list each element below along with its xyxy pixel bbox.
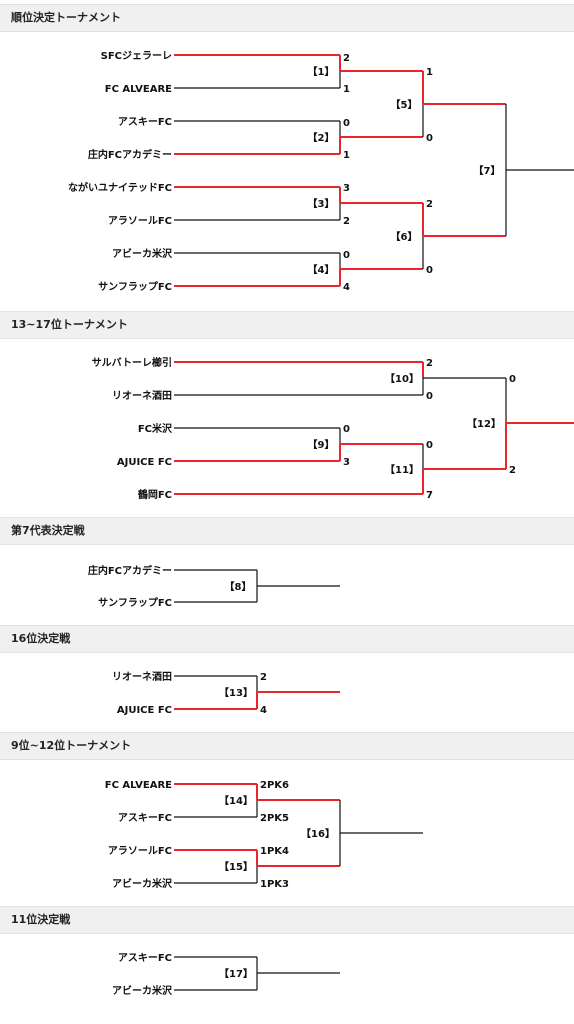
match-number: 【9】	[308, 438, 335, 451]
section-header-ranking: 順位決定トーナメント	[0, 4, 574, 32]
bracket-11th-text: アスキーFC アビーカ米沢 【17】	[112, 952, 253, 997]
team-name: 庄内FCアカデミー	[88, 148, 172, 161]
score: 0	[426, 133, 433, 144]
score: 0	[426, 440, 433, 451]
score: 0	[343, 250, 350, 261]
team-name: アビーカ米沢	[112, 877, 173, 890]
match-number: 【1】	[308, 65, 335, 78]
match-number: 【2】	[308, 131, 335, 144]
score: 2PK6	[260, 780, 289, 791]
score: 4	[343, 282, 350, 293]
score: 2	[260, 672, 267, 683]
score: 3	[343, 457, 350, 468]
team-name: アラソールFC	[108, 215, 172, 227]
team-name: FC ALVEARE	[105, 780, 172, 791]
section-header-11th: 11位決定戦	[0, 906, 574, 934]
team-name: ながいユナイテッドFC	[68, 181, 172, 194]
team-name: アラソールFC	[108, 845, 172, 857]
match-number: 【13】	[219, 686, 253, 699]
section-title: 13~17位トーナメント	[11, 318, 128, 331]
score: 0	[509, 374, 516, 385]
team-name: リオーネ酒田	[112, 389, 172, 402]
team-name: サンフラップFC	[98, 596, 172, 609]
bracket-9-12-text: FC ALVEARE アスキーFC アラソールFC アビーカ米沢 2PK6 2P…	[105, 780, 335, 890]
match-number: 【3】	[308, 197, 335, 210]
section-title: 第7代表決定戦	[11, 524, 85, 537]
score: 1	[343, 150, 350, 161]
score: 1	[343, 84, 350, 95]
team-name: アスキーFC	[118, 116, 172, 128]
score: 4	[260, 705, 267, 716]
bracket-7th-text: 庄内FCアカデミー サンフラップFC 【8】	[88, 564, 252, 609]
bracket-7th	[174, 569, 340, 603]
score: 0	[426, 265, 433, 276]
match-number: 【15】	[219, 860, 253, 873]
score: 0	[426, 391, 433, 402]
bracket-13-17	[174, 361, 574, 495]
match-number: 【4】	[308, 263, 335, 276]
team-name: サルバトーレ櫛引	[92, 356, 172, 369]
section-title: 11位決定戦	[11, 913, 71, 926]
bracket-11th	[174, 956, 340, 991]
score: 7	[426, 490, 433, 501]
score: 2	[426, 358, 433, 369]
match-number: 【14】	[219, 794, 253, 807]
score: 2	[343, 216, 350, 227]
team-name: アスキーFC	[118, 812, 172, 824]
team-name: FC米沢	[138, 422, 173, 435]
bracket-ranking-text: SFCジェラーレ FC ALVEARE アスキーFC 庄内FCアカデミー ながい…	[68, 50, 500, 293]
bracket-16th-text: リオーネ酒田 AJUICE FC 2 4 【13】	[112, 670, 267, 716]
bracket-ranking	[174, 54, 574, 287]
score: 2	[426, 199, 433, 210]
section-header-16th: 16位決定戦	[0, 625, 574, 653]
score: 1PK4	[260, 846, 289, 857]
team-name: アビーカ米沢	[112, 984, 173, 997]
match-number: 【8】	[225, 580, 252, 593]
match-number: 【5】	[391, 98, 418, 111]
score: 2PK5	[260, 813, 289, 824]
match-number: 【16】	[301, 827, 335, 840]
team-name: 鶴岡FC	[138, 488, 172, 501]
bracket-16th	[174, 675, 340, 710]
team-name: AJUICE FC	[117, 457, 172, 468]
team-name: リオーネ酒田	[112, 670, 172, 683]
match-number: 【6】	[391, 230, 418, 243]
team-name: FC ALVEARE	[105, 84, 172, 95]
team-name: 庄内FCアカデミー	[88, 564, 172, 577]
team-name: サンフラップFC	[98, 280, 172, 293]
section-header-7th: 第7代表決定戦	[0, 517, 574, 545]
section-title: 9位~12位トーナメント	[11, 739, 132, 752]
section-title: 16位決定戦	[11, 632, 71, 645]
score: 2	[509, 465, 516, 476]
bracket-13-17-text: サルバトーレ櫛引 リオーネ酒田 FC米沢 AJUICE FC 鶴岡FC 2 0 …	[92, 356, 516, 501]
score: 0	[343, 424, 350, 435]
match-number: 【11】	[385, 463, 419, 476]
section-header-13-17: 13~17位トーナメント	[0, 311, 574, 339]
team-name: アビーカ米沢	[112, 247, 173, 260]
score: 0	[343, 118, 350, 129]
match-number: 【10】	[385, 372, 419, 385]
section-title: 順位決定トーナメント	[11, 11, 121, 24]
match-number: 【17】	[219, 967, 253, 980]
team-name: AJUICE FC	[117, 705, 172, 716]
team-name: SFCジェラーレ	[101, 50, 172, 62]
match-number: 【12】	[467, 417, 501, 430]
score: 1	[426, 67, 433, 78]
bracket-9-12	[174, 783, 423, 884]
match-number: 【7】	[474, 164, 501, 177]
score: 1PK3	[260, 879, 289, 890]
score: 2	[343, 53, 350, 64]
score: 3	[343, 183, 350, 194]
section-header-9-12: 9位~12位トーナメント	[0, 732, 574, 760]
team-name: アスキーFC	[118, 952, 172, 964]
